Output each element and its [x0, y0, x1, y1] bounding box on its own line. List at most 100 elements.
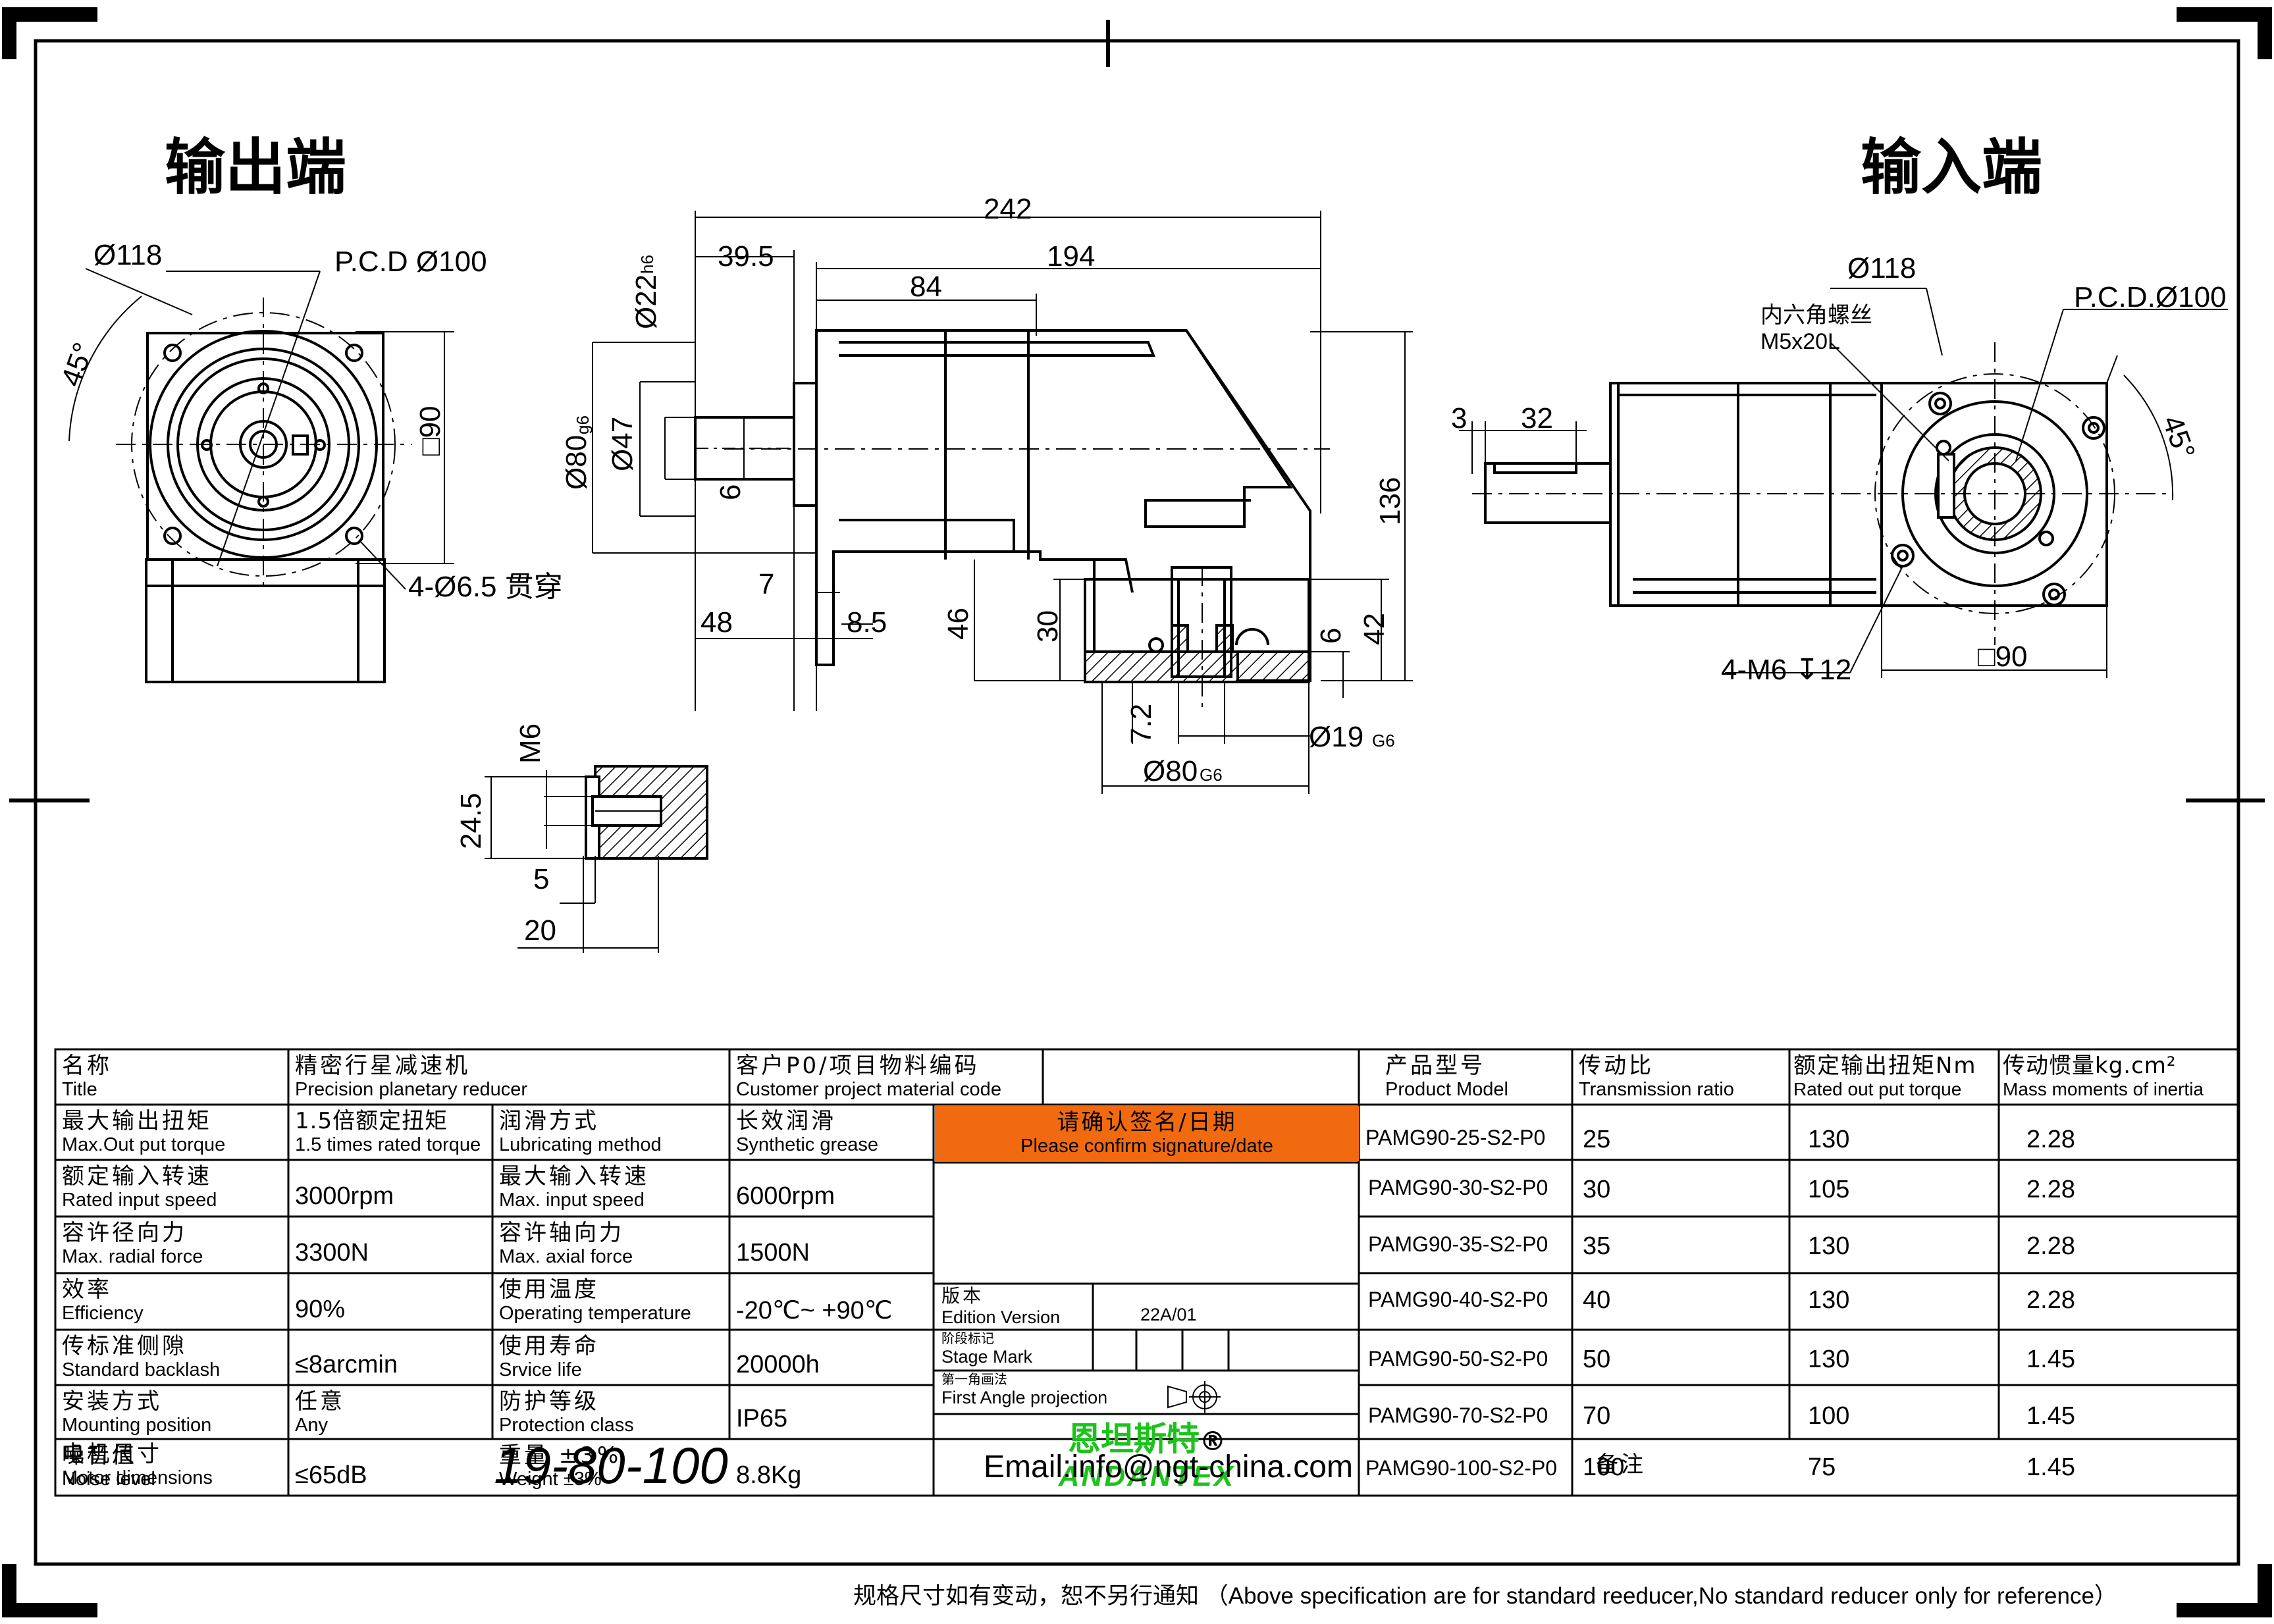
- torque-cell: 130: [1808, 1126, 1850, 1153]
- confirm-signature-banner: 请确认签名/日期 Please confirm signature/date: [935, 1106, 1359, 1161]
- dim-7-2: 7.2: [1125, 704, 1157, 744]
- model-cell: PAMG90-35-S2-P0: [1368, 1232, 1548, 1256]
- ratio-cell: 40: [1583, 1286, 1611, 1314]
- weight-label: 重量 ±3%Weight ±3%: [499, 1442, 621, 1490]
- dim-48: 48: [701, 606, 733, 639]
- drawing-frame: [2, 7, 2272, 1617]
- torque-cell: 130: [1808, 1286, 1850, 1314]
- dim-pcd-left: P.C.D Ø100: [334, 246, 487, 278]
- svg-text:G6: G6: [1372, 731, 1395, 750]
- key-detail-view: [485, 765, 708, 953]
- spec-table-grid: [54, 1048, 2240, 1497]
- spacer: [55, 1496, 288, 1504]
- email-contact[interactable]: Email:info@ngt-china.com: [984, 1450, 1353, 1484]
- operating-temperature-value: -20℃~ +90℃: [736, 1297, 893, 1324]
- title-label-cell: 名称 Title: [62, 1053, 112, 1100]
- remark-cell: 备注: [1596, 1452, 1646, 1478]
- output-end-label: 输出端: [165, 134, 346, 201]
- dim-d80: Ø80 g6: [560, 415, 593, 490]
- dim-6: 6: [1315, 628, 1347, 644]
- standard-backlash-value: ≤8arcmin: [295, 1351, 398, 1378]
- customer-code-value-cell[interactable]: [1043, 1049, 1359, 1105]
- max-axial-force-value: 1500N: [736, 1239, 810, 1267]
- ratio-cell: 50: [1583, 1346, 1611, 1373]
- dim-84: 84: [910, 271, 942, 303]
- motor-dimensions-value: 19-80-100: [494, 1438, 728, 1494]
- output-end-view: [68, 268, 454, 683]
- dim-3: 3: [1451, 402, 1467, 434]
- torque-cell: 75: [1808, 1454, 1836, 1481]
- input-end-view: [1459, 288, 2228, 678]
- dim-5: 5: [533, 863, 549, 895]
- ratio-cell: 25: [1583, 1126, 1611, 1153]
- torque-cell: 130: [1808, 1346, 1850, 1373]
- dim-194: 194: [1047, 240, 1095, 273]
- noise-level-value: ≤65dB: [295, 1461, 367, 1489]
- ratio-cell: 35: [1583, 1232, 1611, 1260]
- dim-d118-right: Ø118: [1847, 252, 1916, 284]
- dim-sq90-right: □90: [1978, 641, 2028, 673]
- dim-sq90-left: □90: [414, 406, 446, 456]
- footer-disclaimer: 规格尺寸如有变动，恕不另行通知 （Above specification are…: [853, 1583, 2117, 1609]
- customer-code-cell: 客户P0/项目物料编码 Customer project material co…: [736, 1053, 1001, 1100]
- dim-pcd-right: P.C.D.Ø100: [2074, 281, 2227, 313]
- dim-42: 42: [1358, 613, 1390, 645]
- dim-key6: 6: [714, 485, 747, 500]
- max-input-speed-value: 6000rpm: [736, 1182, 835, 1210]
- dim-d47: Ø47: [606, 417, 639, 471]
- dim-46: 46: [942, 608, 974, 640]
- dim-24-5: 24.5: [455, 793, 487, 849]
- ratio-cell: 100: [1583, 1454, 1625, 1481]
- inertia-cell: 2.28: [2026, 1176, 2075, 1203]
- svg-text:G6: G6: [1200, 765, 1223, 785]
- torque-cell: 105: [1808, 1176, 1850, 1203]
- dim-d22: Ø22 h6: [630, 255, 662, 329]
- first-angle-projection-icon: [1167, 1381, 1221, 1413]
- hex-screw-size-label: M5x20L: [1760, 329, 1840, 354]
- dim-d19: Ø19 G6: [1309, 721, 1395, 753]
- dim-d80-b: Ø80 G6: [1143, 755, 1223, 787]
- bolt-holes-label: 4-Ø6.5 贯穿: [408, 571, 563, 603]
- dim-d118-left: Ø118: [93, 239, 162, 271]
- efficiency-value: 90%: [295, 1296, 346, 1323]
- svg-text:Ø80: Ø80: [560, 435, 593, 490]
- side-section-view: [592, 211, 1413, 794]
- inertia-cell: 1.45: [2026, 1402, 2075, 1430]
- protection-class-value: IP65: [736, 1405, 788, 1432]
- svg-text:Ø22: Ø22: [630, 275, 662, 329]
- ratio-cell: 30: [1583, 1176, 1611, 1203]
- brand-name-en: ANDANTEX: [1058, 1460, 1236, 1492]
- weight-value: 8.8Kg: [736, 1461, 802, 1489]
- dim-32: 32: [1521, 402, 1553, 434]
- dim-30: 30: [1032, 610, 1064, 642]
- spec-table: 名称 Title 精密行星减速机 Precision planetary red…: [55, 1049, 1359, 1496]
- dim-7: 7: [758, 568, 774, 600]
- torque-cell: 100: [1808, 1402, 1850, 1430]
- input-end-label: 输入端: [1861, 134, 2042, 201]
- brand-name-cn: 恩坦斯特: [1068, 1420, 1200, 1458]
- signature-area[interactable]: [935, 1163, 1359, 1284]
- model-cell: PAMG90-100-S2-P0: [1365, 1456, 1558, 1480]
- inertia-cell: 2.28: [2026, 1286, 2075, 1314]
- brand-logo: 恩坦斯特® ANDANTEX: [935, 1415, 1359, 1496]
- model-cell: PAMG90-50-S2-P0: [1368, 1347, 1548, 1371]
- dim-angle-left: 45°: [55, 338, 100, 390]
